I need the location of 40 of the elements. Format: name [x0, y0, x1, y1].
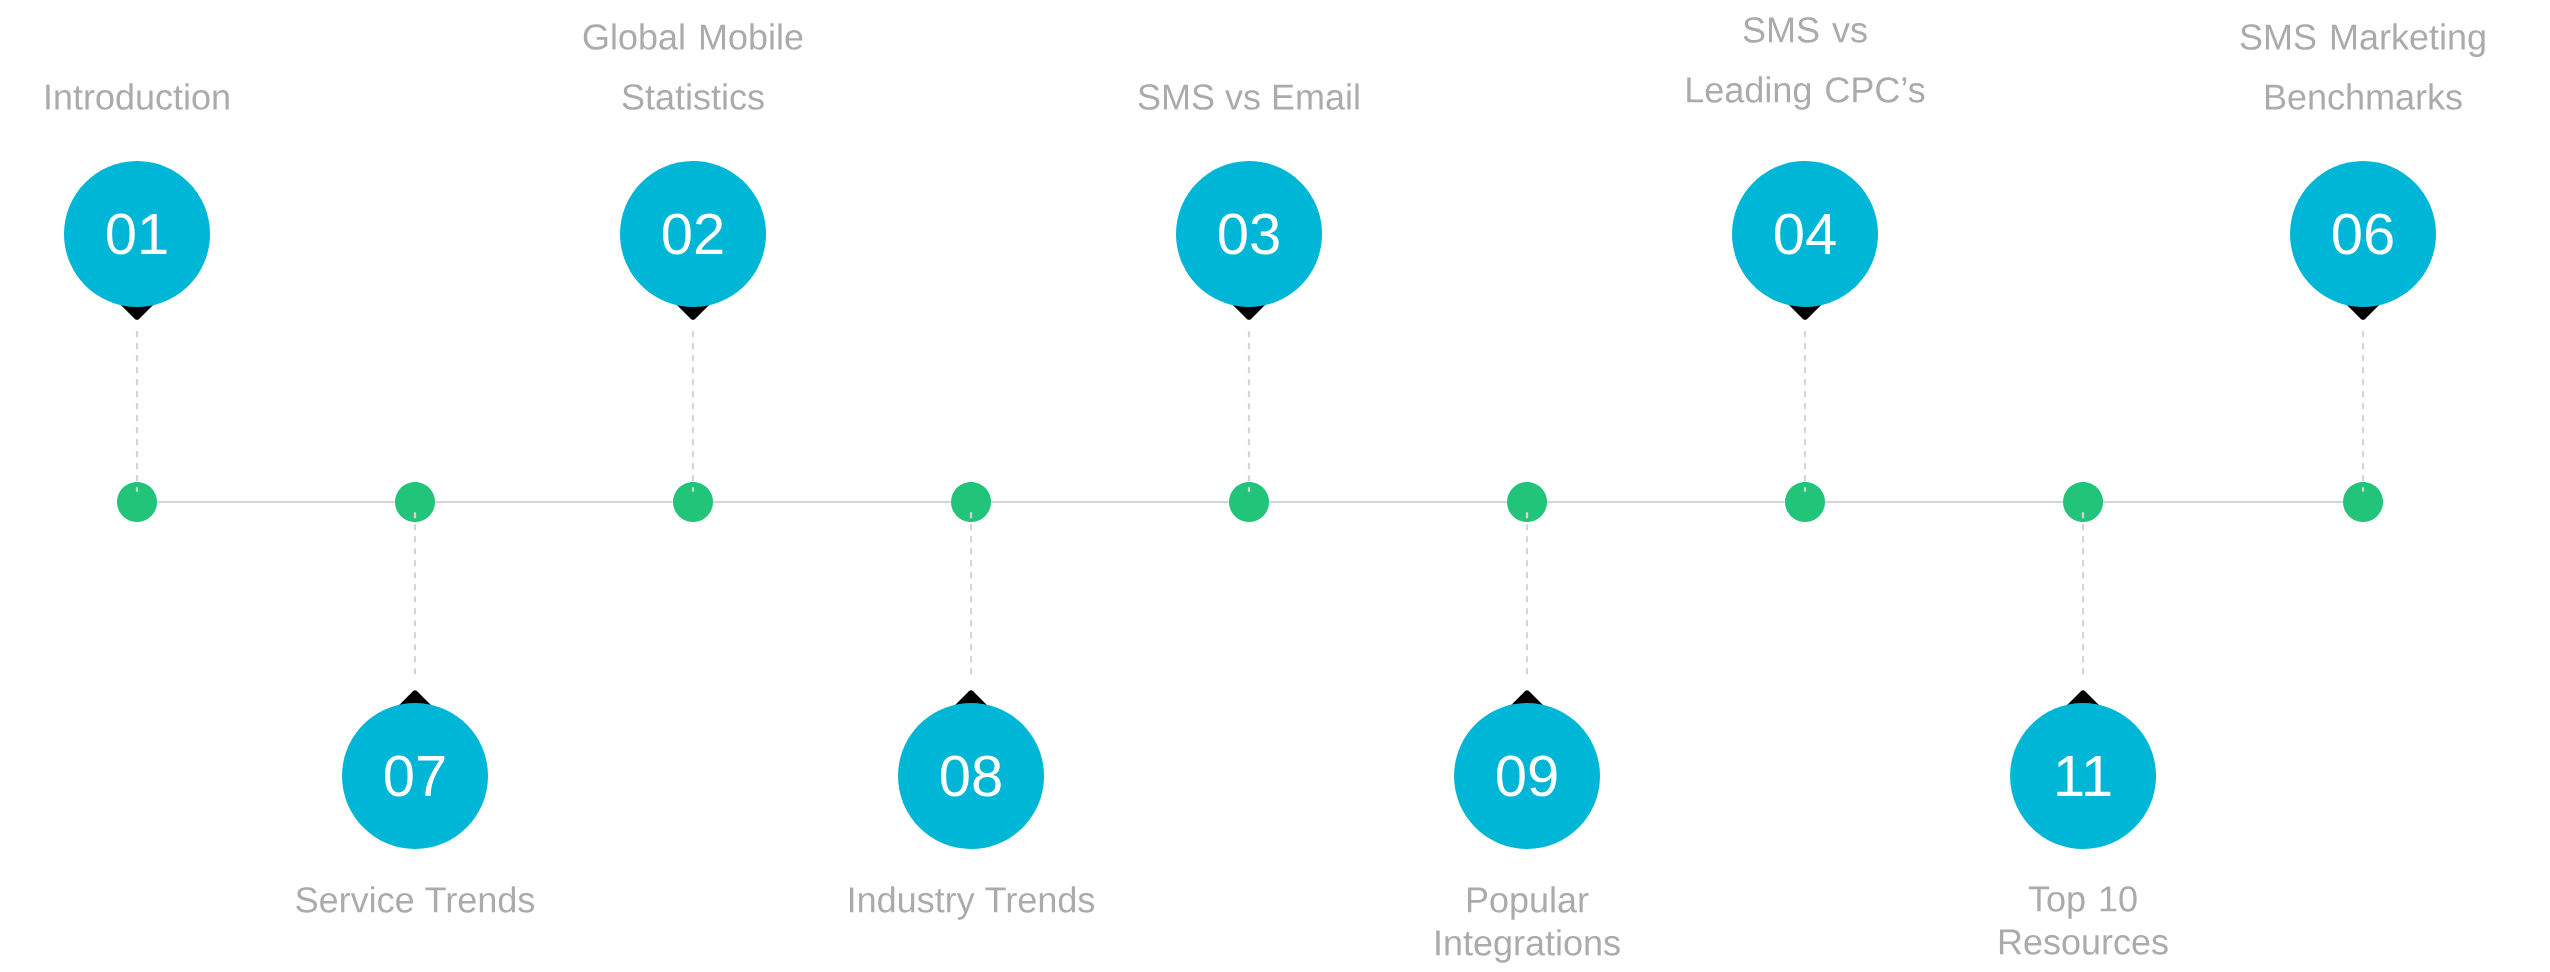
- numbered-pin: 01: [64, 161, 210, 320]
- pin-caption: Industry Trends: [849, 886, 1095, 920]
- numbered-pin: 06: [2290, 161, 2437, 320]
- numbered-pin: 04: [1732, 161, 1878, 320]
- pin-caption: Global Mobile Statistics: [583, 23, 803, 110]
- timeline-dot: [2063, 482, 2104, 522]
- timeline-line: [1269, 500, 1507, 504]
- pin-caption: Top 10 Resources: [1999, 886, 2168, 955]
- timeline-line: [1547, 500, 1785, 504]
- leader-line: [1247, 331, 1251, 492]
- numbered-pin: 07: [342, 690, 488, 849]
- pin-caption: Introduction: [46, 83, 229, 110]
- timeline-dot: [2343, 482, 2384, 522]
- timeline-line: [1825, 500, 2063, 504]
- timeline-line: [435, 500, 673, 504]
- numbered-pin: 09: [1454, 690, 1600, 849]
- leader-line: [2361, 331, 2365, 492]
- pin-caption: SMS vs Email: [1138, 83, 1359, 110]
- timeline-dot: [117, 482, 157, 522]
- timeline-dot: [1785, 482, 1826, 522]
- timeline-line: [713, 500, 951, 504]
- pin-caption: SMS Marketing Benchmarks: [2240, 23, 2485, 110]
- leader-line: [135, 331, 139, 492]
- timeline-dot: [395, 482, 435, 522]
- numbered-pin: 08: [898, 690, 1044, 849]
- timeline-line: [2103, 500, 2343, 504]
- timeline-dot: [673, 482, 713, 522]
- leader-line: [1803, 331, 1807, 492]
- timeline-dot: [1229, 482, 1269, 522]
- pin-caption: Service Trends: [296, 886, 535, 913]
- timeline-dot: [951, 482, 991, 522]
- timeline-line: [991, 500, 1229, 504]
- timeline-dot: [1507, 482, 1547, 522]
- pin-caption: SMS vs Leading CPC’s: [1687, 17, 1925, 110]
- timeline-line: [157, 500, 395, 504]
- pin-caption: Popular Integrations: [1436, 886, 1620, 963]
- numbered-pin: 11: [2010, 690, 2157, 849]
- numbered-pin: 03: [1176, 161, 1322, 320]
- numbered-pin: 02: [620, 161, 766, 320]
- leader-line: [691, 331, 695, 492]
